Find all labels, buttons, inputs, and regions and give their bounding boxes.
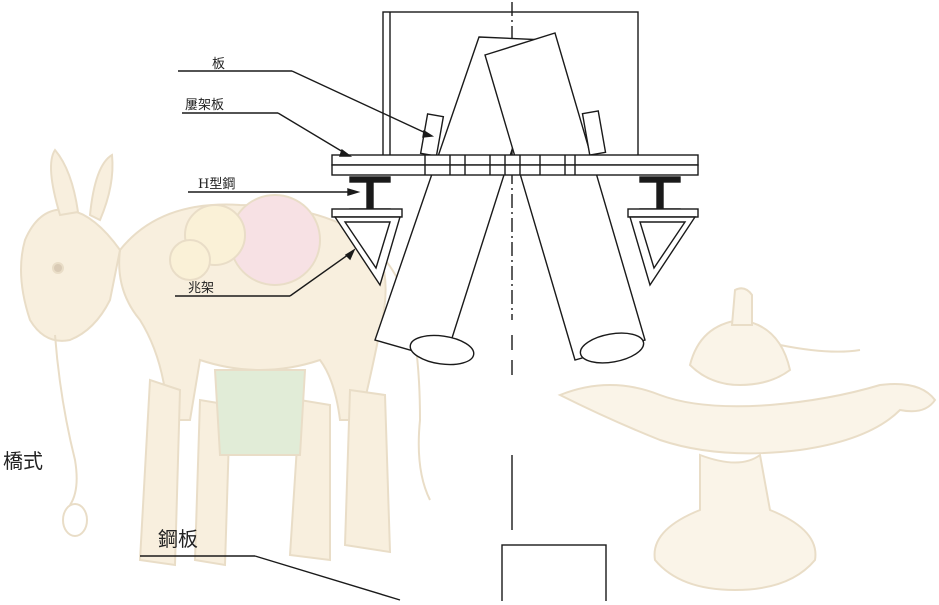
frame-plate xyxy=(331,154,699,176)
right-bracket xyxy=(629,216,697,287)
right-pipe xyxy=(484,32,646,364)
right-lower-plate xyxy=(627,208,699,218)
left-lower-plate xyxy=(331,208,403,218)
oil-lamp-sketch xyxy=(557,287,937,592)
lower-housing xyxy=(501,544,607,605)
label-support-frame: 兆架 xyxy=(188,281,215,296)
label-bridge-type: 橋式 xyxy=(3,449,43,473)
label-steel-plate: 鋼板 xyxy=(158,527,198,551)
frame-drawing xyxy=(140,2,699,605)
right-gusset xyxy=(581,110,607,156)
left-bracket xyxy=(333,216,401,287)
donkey-sketch xyxy=(20,148,431,567)
label-roof-frame-plate: 屢架板 xyxy=(185,98,225,113)
label-plate: 板 xyxy=(212,57,226,72)
label-h-steel: H型鋼 xyxy=(198,177,236,192)
